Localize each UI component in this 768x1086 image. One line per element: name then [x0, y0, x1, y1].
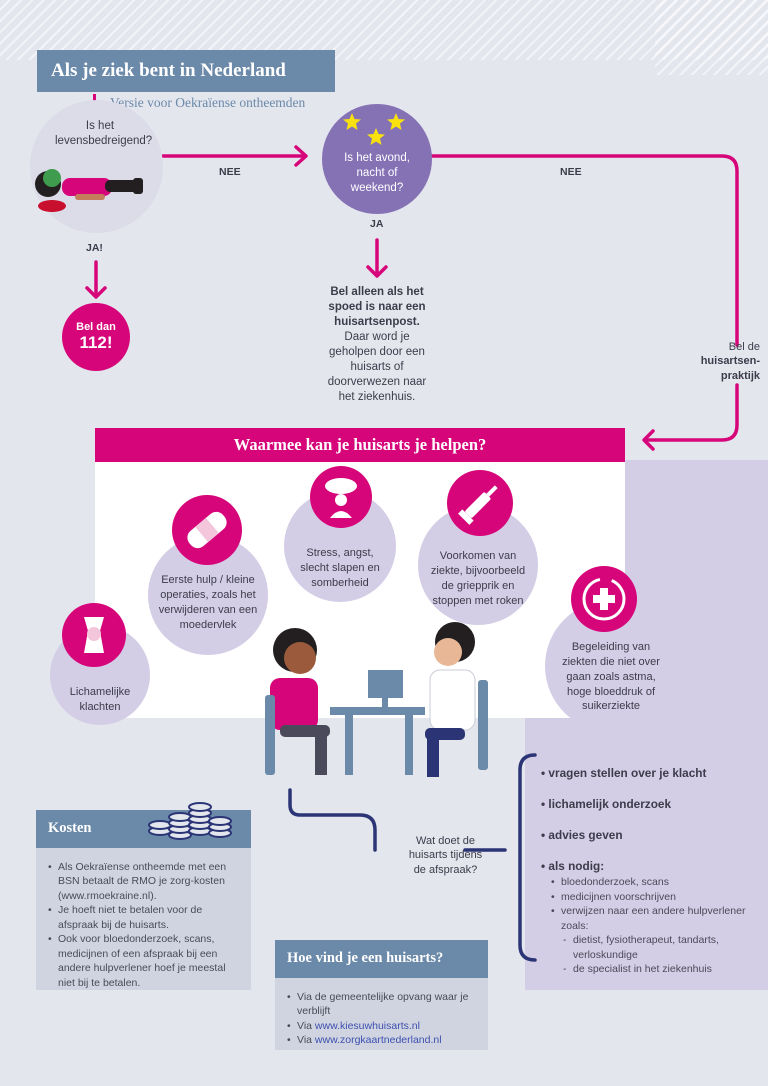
zorgkaart-link[interactable]: www.zorgkaartnederland.nl	[314, 1034, 442, 1047]
gp-post-info: Bel alleen als het spoed is naar een hui…	[323, 285, 431, 405]
coins-icon	[148, 802, 232, 840]
gp-post-bold: Bel alleen als het spoed is naar een hui…	[328, 286, 426, 328]
header-stripes-right	[655, 0, 768, 75]
injured-person-illustration	[35, 169, 143, 212]
help-text-physical: Lichamelijke klachten	[69, 686, 131, 713]
referral-item: dietist, fysiotherapeut, tandarts, verlo…	[563, 933, 761, 962]
q2-no-label: NEE	[560, 166, 582, 178]
call-gp-pre: Bel de	[728, 341, 760, 353]
appointment-item-2: • lichamelijk onderzoek	[541, 797, 672, 812]
kiesuwhuisarts-link[interactable]: www.kiesuwhuisarts.nl	[314, 1019, 420, 1032]
q2-yes-label: JA	[370, 218, 384, 230]
referral-item: de specialist in het ziekenhuis	[563, 962, 761, 977]
emergency-circle: Bel dan 112!	[62, 303, 130, 371]
q2-circle	[322, 104, 432, 214]
costs-item: Ook voor bloedonderzoek, scans, medicijn…	[48, 932, 243, 990]
q1-no-label: NEE	[219, 166, 241, 178]
find-gp-item: Via de gemeentelijke opvang waar je verb…	[287, 990, 477, 1019]
appointment-question: Wat doet de huisarts tijdens de afspraak…	[408, 835, 483, 876]
appointment-list: • vragen stellen over je klacht • licham…	[541, 765, 761, 977]
costs-list: Als Oekraïense ontheemde met een BSN bet…	[48, 860, 243, 990]
rain-cloud-person-icon	[310, 466, 372, 528]
appointment-if-needed: • als nodig:	[541, 859, 605, 874]
help-text-stress: Stress, angst, slecht slapen en somberhe…	[300, 547, 380, 589]
help-text-chronic: Begeleiding van ziekten die niet over ga…	[562, 641, 660, 713]
page-subtitle: Versie voor Oekraïense ontheemden	[110, 95, 306, 110]
appointment-sub-item: bloedonderzoek, scans	[551, 875, 761, 890]
page-title: Als je ziek bent in Nederland	[37, 50, 335, 92]
appointment-bracket	[288, 753, 537, 962]
call-gp-bold: huisartsen-praktijk	[700, 355, 760, 382]
gp-post-text: Daar word je geholpen door een huisarts …	[327, 330, 427, 403]
emergency-number: 112!	[79, 333, 113, 352]
q2-question: Is het avond, nacht of weekend?	[344, 152, 410, 194]
appointment-item-1: • vragen stellen over je klacht	[541, 766, 707, 780]
emergency-label: Bel dan	[76, 321, 116, 333]
appointment-item-3: • advies geven	[541, 828, 623, 843]
appointment-sub-item: medicijnen voorschrijven	[551, 890, 761, 905]
help-panel-title: Waarmee kan je huisarts je helpen?	[95, 428, 625, 462]
flow-lines	[85, 145, 739, 451]
referral-list: dietist, fysiotherapeut, tandarts, verlo…	[563, 933, 761, 977]
help-text-prevention: Voorkomen van ziekte, bijvoorbeeld de gr…	[430, 550, 526, 607]
syringe-icon	[447, 470, 513, 536]
find-gp-list: Via de gemeentelijke opvang waar je verb…	[287, 990, 477, 1048]
appointment-sub-item: verwijzen naar een andere hulpverlener z…	[551, 904, 761, 933]
find-gp-item: Via www.zorgkaartnederland.nl	[287, 1033, 477, 1048]
medical-cross-cycle-icon	[571, 566, 637, 632]
consultation-illustration	[265, 622, 488, 777]
bandage-icon	[172, 495, 242, 565]
call-gp-practice: Bel de huisartsen-praktijk	[680, 340, 760, 383]
q1-yes-label: JA!	[86, 242, 103, 254]
help-text-first-aid: Eerste hulp / kleine operaties, zoals he…	[158, 574, 258, 631]
costs-item: Je hoeft niet te betalen voor de afspraa…	[48, 903, 243, 932]
find-gp-title: Hoe vind je een huisarts?	[275, 940, 488, 978]
find-gp-item: Via www.kiesuwhuisarts.nl	[287, 1019, 477, 1034]
costs-item: Als Oekraïense ontheemde met een BSN bet…	[48, 860, 243, 903]
appointment-sub-list: bloedonderzoek, scans medicijnen voorsch…	[551, 875, 761, 933]
stars-icon	[343, 113, 405, 145]
joint-icon	[62, 603, 126, 667]
q1-question: Is het levensbedreigend?	[55, 120, 153, 147]
